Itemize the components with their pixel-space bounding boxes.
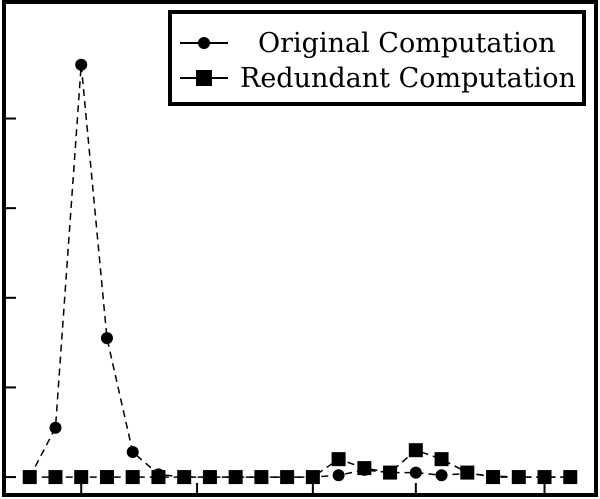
series-layer xyxy=(22,58,578,485)
data-point-redundant-computation-20 xyxy=(511,470,526,485)
data-point-redundant-computation-15 xyxy=(383,465,398,480)
data-point-redundant-computation-7 xyxy=(177,470,192,485)
data-point-redundant-computation-9 xyxy=(228,470,243,485)
legend-entry-redundant: Redundant Computation xyxy=(180,63,576,94)
data-point-redundant-computation-10 xyxy=(254,470,269,485)
legend-box xyxy=(168,10,586,106)
data-point-original-computation-5 xyxy=(126,445,139,458)
data-point-redundant-computation-6 xyxy=(151,470,166,485)
data-point-original-computation-2 xyxy=(49,421,62,434)
series-original-computation xyxy=(23,58,577,484)
series-line-original-computation xyxy=(29,64,571,478)
data-point-redundant-computation-2 xyxy=(48,470,63,485)
data-point-redundant-computation-22 xyxy=(563,470,578,485)
series-line-redundant-computation xyxy=(29,449,571,478)
data-point-redundant-computation-12 xyxy=(305,470,320,485)
data-point-redundant-computation-4 xyxy=(99,470,114,485)
legend-marker-redundant xyxy=(196,70,212,86)
data-point-redundant-computation-19 xyxy=(486,470,501,485)
legend-label-original: Original Computation xyxy=(258,28,556,59)
data-point-redundant-computation-17 xyxy=(434,452,449,467)
data-point-redundant-computation-13 xyxy=(331,452,346,467)
data-point-redundant-computation-5 xyxy=(125,470,140,485)
data-point-original-computation-3 xyxy=(75,58,88,71)
data-point-original-computation-16 xyxy=(409,466,422,479)
data-point-original-computation-17 xyxy=(435,469,448,482)
data-point-redundant-computation-8 xyxy=(202,470,217,485)
data-point-original-computation-13 xyxy=(332,469,345,482)
data-point-redundant-computation-16 xyxy=(408,443,423,458)
legend-marker-original xyxy=(198,37,210,49)
axis-ticks xyxy=(4,117,546,495)
series-redundant-computation xyxy=(22,443,578,485)
data-point-redundant-computation-14 xyxy=(357,461,372,476)
data-point-redundant-computation-18 xyxy=(460,465,475,480)
data-point-redundant-computation-1 xyxy=(22,470,37,485)
data-point-redundant-computation-21 xyxy=(537,470,552,485)
data-point-redundant-computation-11 xyxy=(280,470,295,485)
legend-label-redundant: Redundant Computation xyxy=(240,63,576,94)
legend: Original Computation Redundant Computati… xyxy=(168,10,586,106)
data-point-redundant-computation-3 xyxy=(74,470,89,485)
data-point-original-computation-4 xyxy=(100,332,113,345)
legend-entry-original: Original Computation xyxy=(180,28,556,59)
